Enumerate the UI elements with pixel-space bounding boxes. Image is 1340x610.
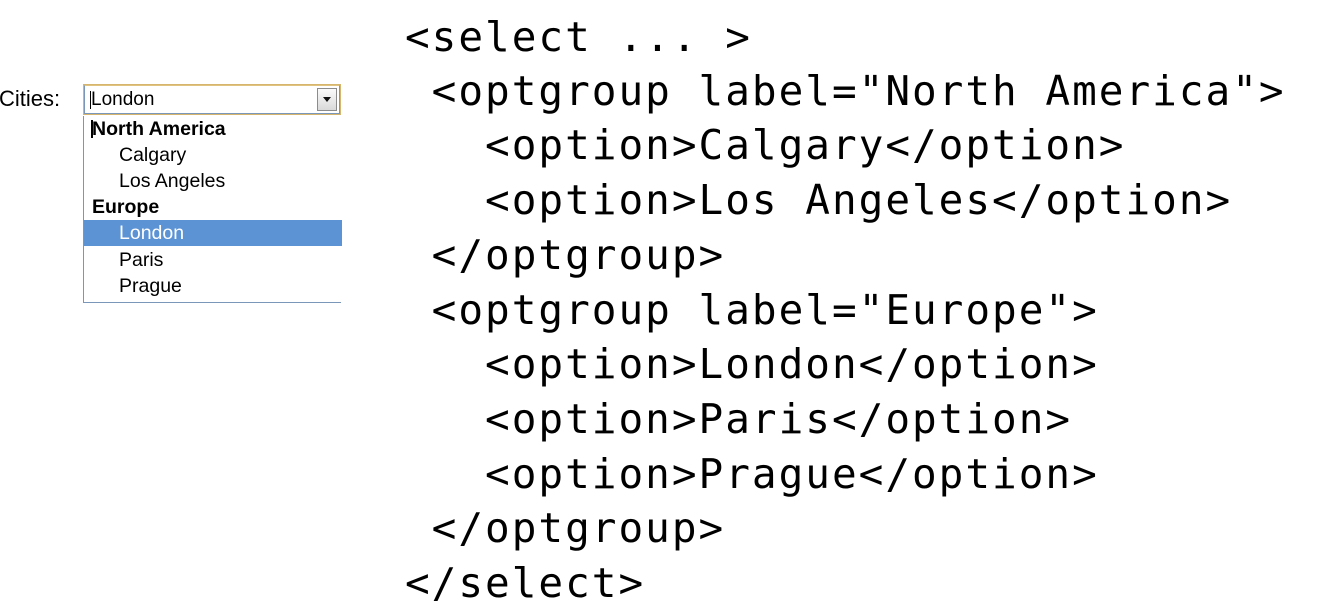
option-prague[interactable]: Prague <box>84 273 342 299</box>
dropdown-button[interactable] <box>317 88 337 111</box>
code-line: <option>Calgary</option> <box>405 121 1126 169</box>
code-line: </optgroup> <box>405 231 726 279</box>
option-label: Prague <box>119 275 182 297</box>
optgroup-label: Europe <box>92 196 160 218</box>
code-line: <option>London</option> <box>405 340 1099 388</box>
code-line: </select> <box>405 559 646 607</box>
dropdown-list: North America Calgary Los Angeles Europe… <box>83 116 342 303</box>
option-calgary[interactable]: Calgary <box>84 142 342 168</box>
code-line: <select ... > <box>405 13 752 61</box>
code-line: <option>Los Angeles</option> <box>405 176 1233 224</box>
cities-select-widget: Cities: London North America Calgary Los… <box>0 84 350 314</box>
chevron-down-icon <box>323 97 331 102</box>
option-london[interactable]: London <box>84 220 342 246</box>
option-paris[interactable]: Paris <box>84 247 342 273</box>
optgroup-north-america: North America <box>84 116 342 142</box>
text-caret <box>90 91 91 109</box>
option-label: Calgary <box>119 144 187 166</box>
code-line: <option>Paris</option> <box>405 395 1073 443</box>
cities-label: Cities: <box>0 86 61 111</box>
cities-select[interactable]: London <box>83 84 341 115</box>
code-line: <optgroup label="North America"> <box>405 67 1286 115</box>
text-caret <box>91 120 93 138</box>
code-line: </optgroup> <box>405 504 726 552</box>
option-los-angeles[interactable]: Los Angeles <box>84 168 342 194</box>
optgroup-europe: Europe <box>84 194 342 220</box>
option-label: London <box>119 222 185 244</box>
code-line: <option>Prague</option> <box>405 450 1099 498</box>
code-line: <optgroup label="Europe"> <box>405 286 1099 334</box>
option-label: Paris <box>119 249 164 271</box>
select-current-value: London <box>91 89 155 110</box>
optgroup-label: North America <box>92 118 226 140</box>
option-label: Los Angeles <box>119 170 226 192</box>
